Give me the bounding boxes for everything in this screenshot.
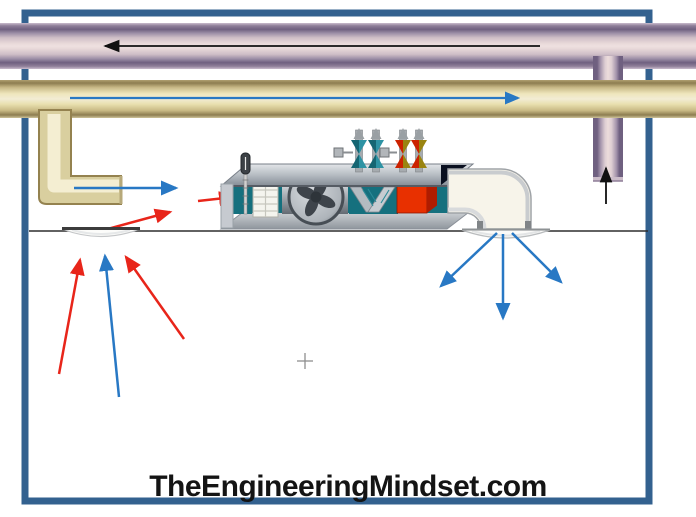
- supply-air-arrows: [439, 232, 563, 321]
- cooling-coil: [349, 186, 398, 214]
- chilled-water-valve-icon: [333, 140, 384, 168]
- air-filter: [252, 182, 279, 218]
- ahu-inlet: [233, 184, 252, 214]
- return-air-riser-duct: [593, 56, 623, 182]
- room-outline: [21, 9, 653, 505]
- hot-water-valve-icon: [379, 140, 427, 168]
- return-air-arrows: [57, 191, 237, 375]
- ahu-roof: [219, 163, 475, 187]
- air-handling-unit: [219, 128, 475, 230]
- room-air-rising-arrow: [99, 253, 121, 398]
- ceiling-return-grille: [61, 227, 141, 238]
- pipe-caps: [353, 128, 425, 139]
- website-watermark: TheEngineeringMindset.com: [149, 470, 547, 503]
- ceiling-supply-diffuser: [461, 228, 551, 239]
- temperature-sensor-icon: [240, 152, 251, 215]
- fresh-air-branch-duct: [38, 109, 123, 205]
- ahu-left-wall: [220, 183, 234, 229]
- supply-elbow-duct: [447, 168, 532, 230]
- cursor-crosshair: [297, 353, 313, 369]
